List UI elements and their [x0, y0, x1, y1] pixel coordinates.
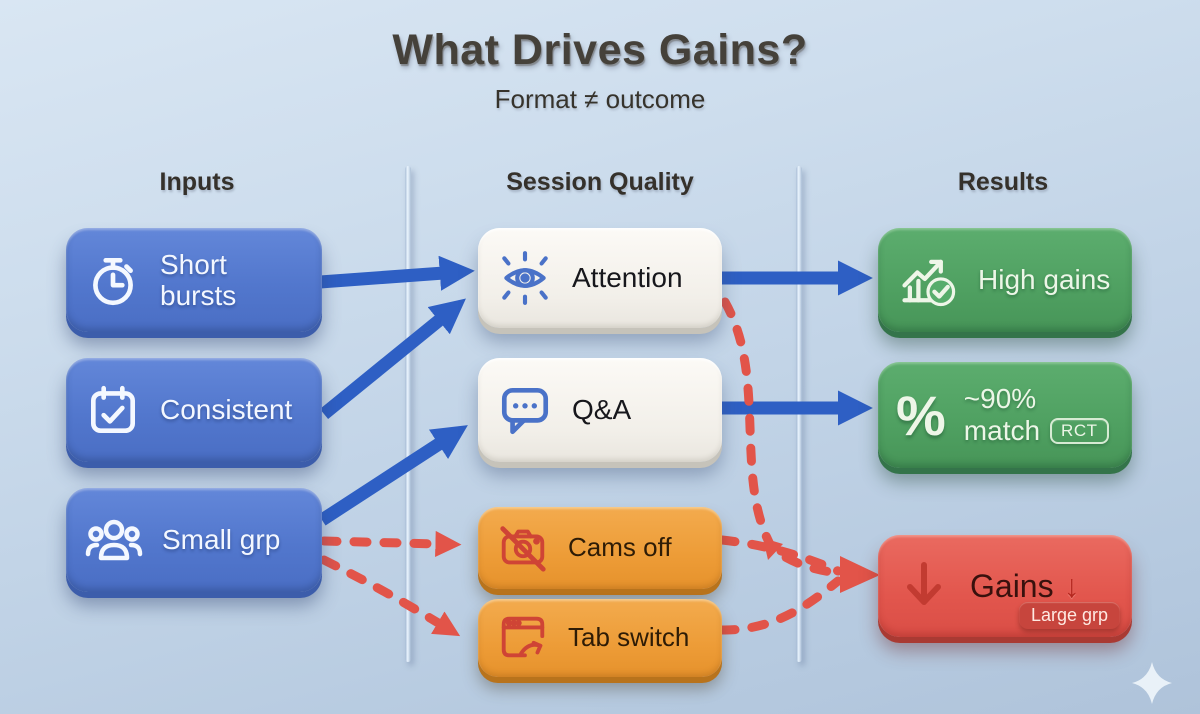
- column-header-session-quality: Session Quality: [506, 168, 694, 196]
- column-header-inputs: Inputs: [159, 168, 235, 196]
- match-line2: match: [963, 415, 1041, 446]
- result-label: High gains: [978, 264, 1111, 296]
- input-box-short-bursts: Short bursts: [66, 228, 322, 332]
- quality-label: Attention: [572, 262, 683, 294]
- arrow-shortbursts-attention: [319, 255, 475, 291]
- input-label: Small grp: [162, 524, 281, 556]
- chat-dots-icon: [496, 381, 554, 439]
- percent-icon: %: [896, 383, 946, 447]
- column-divider-right: [796, 166, 802, 662]
- column-divider-left: [405, 166, 411, 662]
- input-box-consistent: Consistent: [66, 358, 322, 462]
- dashed-attention-gainsdown: [720, 297, 843, 578]
- input-box-small-grp: Small grp: [66, 488, 322, 592]
- gainsdown-arrowhead: [840, 556, 880, 593]
- quality-box-qa: Q&A: [478, 358, 722, 462]
- column-header-results: Results: [957, 168, 1049, 196]
- dashed-tabswitch-gainsdown: [717, 576, 843, 635]
- quality-box-tab-switch: Tab switch: [478, 599, 722, 677]
- result-box-gains-down: Gains ↓ Large grp: [878, 535, 1132, 637]
- down-arrow-glyph: ↓: [1063, 567, 1080, 604]
- calendar-check-icon: [84, 381, 142, 439]
- trend-up-check-icon: [896, 249, 960, 311]
- quality-box-attention: Attention: [478, 228, 722, 328]
- tab-switch-icon: [496, 611, 550, 665]
- result-box-match: % ~90% match RCT: [878, 362, 1132, 468]
- quality-box-cams-off: Cams off: [478, 507, 722, 589]
- down-arrow-icon: [896, 557, 952, 615]
- page-subtitle: Format ≠ outcome: [494, 84, 706, 114]
- result-label: Gains ↓: [970, 567, 1080, 604]
- input-label: Consistent: [160, 394, 293, 426]
- mid-curve-arrowhead: [763, 538, 783, 560]
- page-title: What Drives Gains?: [392, 26, 808, 74]
- result-label: ~90% match RCT: [964, 383, 1109, 447]
- sparkle-icon: [1132, 662, 1172, 704]
- large-grp-badge: Large grp: [1018, 602, 1120, 629]
- dashed-camsoff-gainsdown: [717, 535, 843, 576]
- quality-label: Tab switch: [568, 622, 690, 653]
- quality-label: Q&A: [572, 394, 632, 426]
- eye-icon: [496, 249, 554, 307]
- arrow-consistent-attention: [319, 298, 466, 420]
- arrow-smallgrp-qa: [318, 425, 468, 526]
- input-label: Short bursts: [160, 248, 237, 311]
- match-line1: ~90%: [963, 382, 1037, 414]
- people-icon: [84, 511, 144, 569]
- camera-off-icon: [496, 521, 550, 575]
- dashed-smallgrp-tabswitch: [319, 555, 461, 637]
- result-box-high-gains: High gains: [878, 228, 1132, 332]
- quality-label: Cams off: [568, 532, 672, 563]
- rct-badge: RCT: [1050, 418, 1109, 444]
- dashed-smallgrp-camsoff: [319, 530, 462, 557]
- stopwatch-icon: [84, 251, 142, 309]
